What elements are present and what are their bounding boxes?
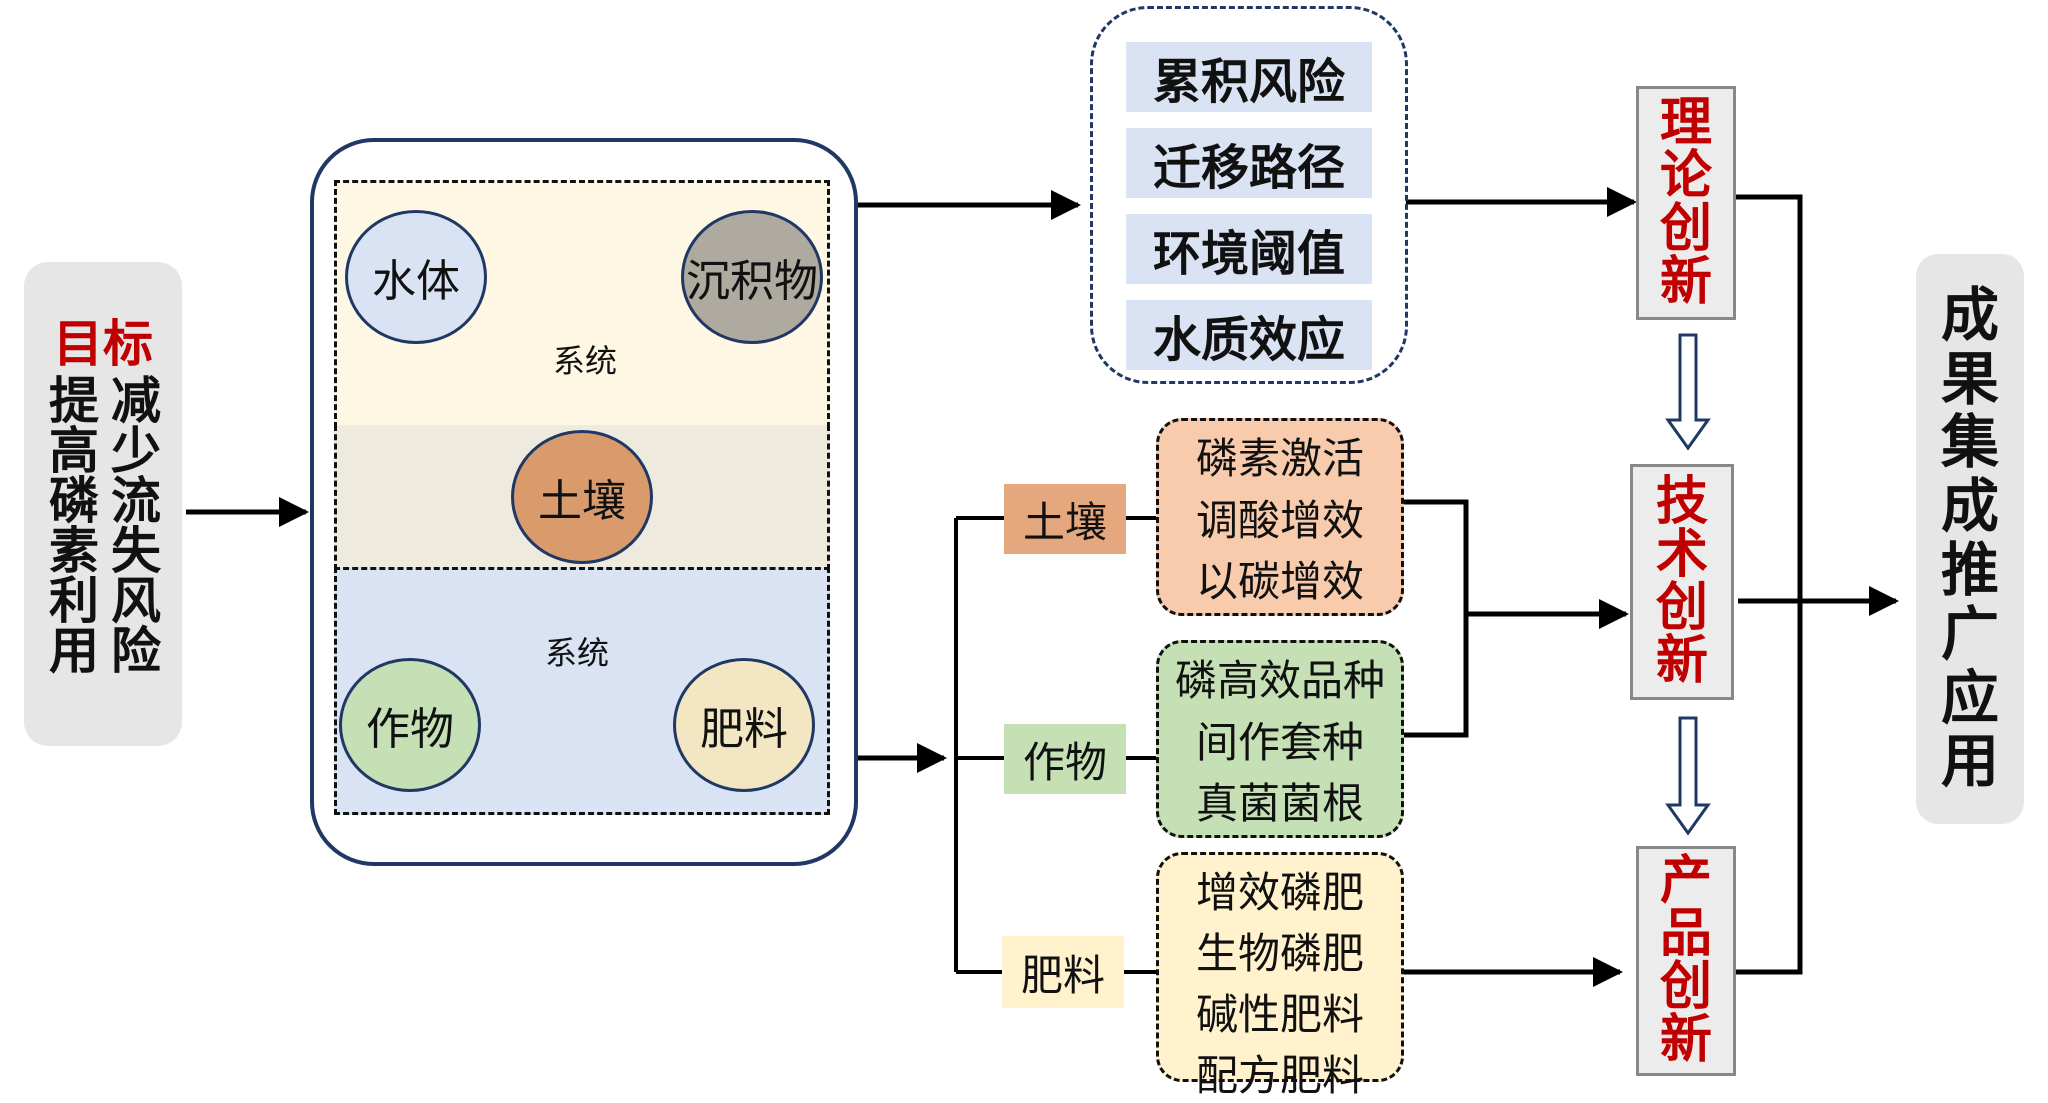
goal-text-right: 减少流 失风险 bbox=[111, 372, 161, 680]
bracket-to-result bbox=[1734, 194, 1803, 975]
system-label-upper: 系统 bbox=[552, 342, 617, 380]
tag-soil: 土壤 bbox=[1004, 484, 1126, 554]
measure-item: 磷高效品种 bbox=[1174, 656, 1385, 706]
node-soil: 土壤 bbox=[511, 430, 653, 564]
node-fertilizer: 肥料 bbox=[673, 658, 815, 792]
hollow-arrow-technology-to-product bbox=[1665, 716, 1711, 836]
measure-item: 真菌菌根 bbox=[1195, 778, 1364, 828]
node-sediment: 沉积物 bbox=[681, 210, 823, 344]
measure-item: 间作套种 bbox=[1195, 717, 1364, 767]
goal-panel: 目标 提高磷 素利用 减少流 失风险 bbox=[24, 262, 182, 746]
measure-item: 调酸增效 bbox=[1195, 495, 1364, 545]
innovation-theory: 理论 创新 bbox=[1636, 86, 1736, 320]
innovation-product: 产品 创新 bbox=[1636, 846, 1736, 1076]
node-water: 水体 bbox=[345, 210, 487, 344]
tag-fertilizer: 肥料 bbox=[1002, 936, 1124, 1008]
measure-item: 磷素激活 bbox=[1195, 434, 1364, 484]
risk-item-accumulation: 累积风险 bbox=[1126, 42, 1372, 112]
tag-crop: 作物 bbox=[1004, 724, 1126, 794]
risk-item-water-quality: 水质效应 bbox=[1126, 300, 1372, 370]
node-crop: 作物 bbox=[339, 658, 481, 792]
measures-soil: 磷素激活 调酸增效 以碳增效 bbox=[1156, 418, 1404, 616]
system-label-lower: 系统 bbox=[544, 634, 609, 672]
bracket-to-technology bbox=[1398, 499, 1469, 738]
measure-item: 碱性肥料 bbox=[1195, 990, 1364, 1039]
result-panel: 成果集 成推广 应用 bbox=[1916, 254, 2024, 824]
risk-item-migration: 迁移路径 bbox=[1126, 128, 1372, 198]
measure-item: 增效磷肥 bbox=[1195, 868, 1364, 917]
measures-crop: 磷高效品种 间作套种 真菌菌根 bbox=[1156, 640, 1404, 838]
innovation-technology: 技术 创新 bbox=[1630, 464, 1734, 700]
goal-text-left: 提高磷 素利用 bbox=[49, 372, 99, 680]
hollow-arrow-theory-to-technology bbox=[1665, 333, 1711, 451]
risk-panel bbox=[1090, 6, 1408, 384]
goal-title: 目标 bbox=[53, 315, 153, 373]
measures-fertilizer: 增效磷肥 生物磷肥 碱性肥料 配方肥料 bbox=[1156, 852, 1404, 1100]
measure-item: 以碳增效 bbox=[1195, 556, 1364, 606]
measure-item: 生物磷肥 bbox=[1195, 929, 1364, 978]
measure-item: 配方肥料 bbox=[1195, 1051, 1364, 1100]
risk-item-threshold: 环境阈值 bbox=[1126, 214, 1372, 284]
